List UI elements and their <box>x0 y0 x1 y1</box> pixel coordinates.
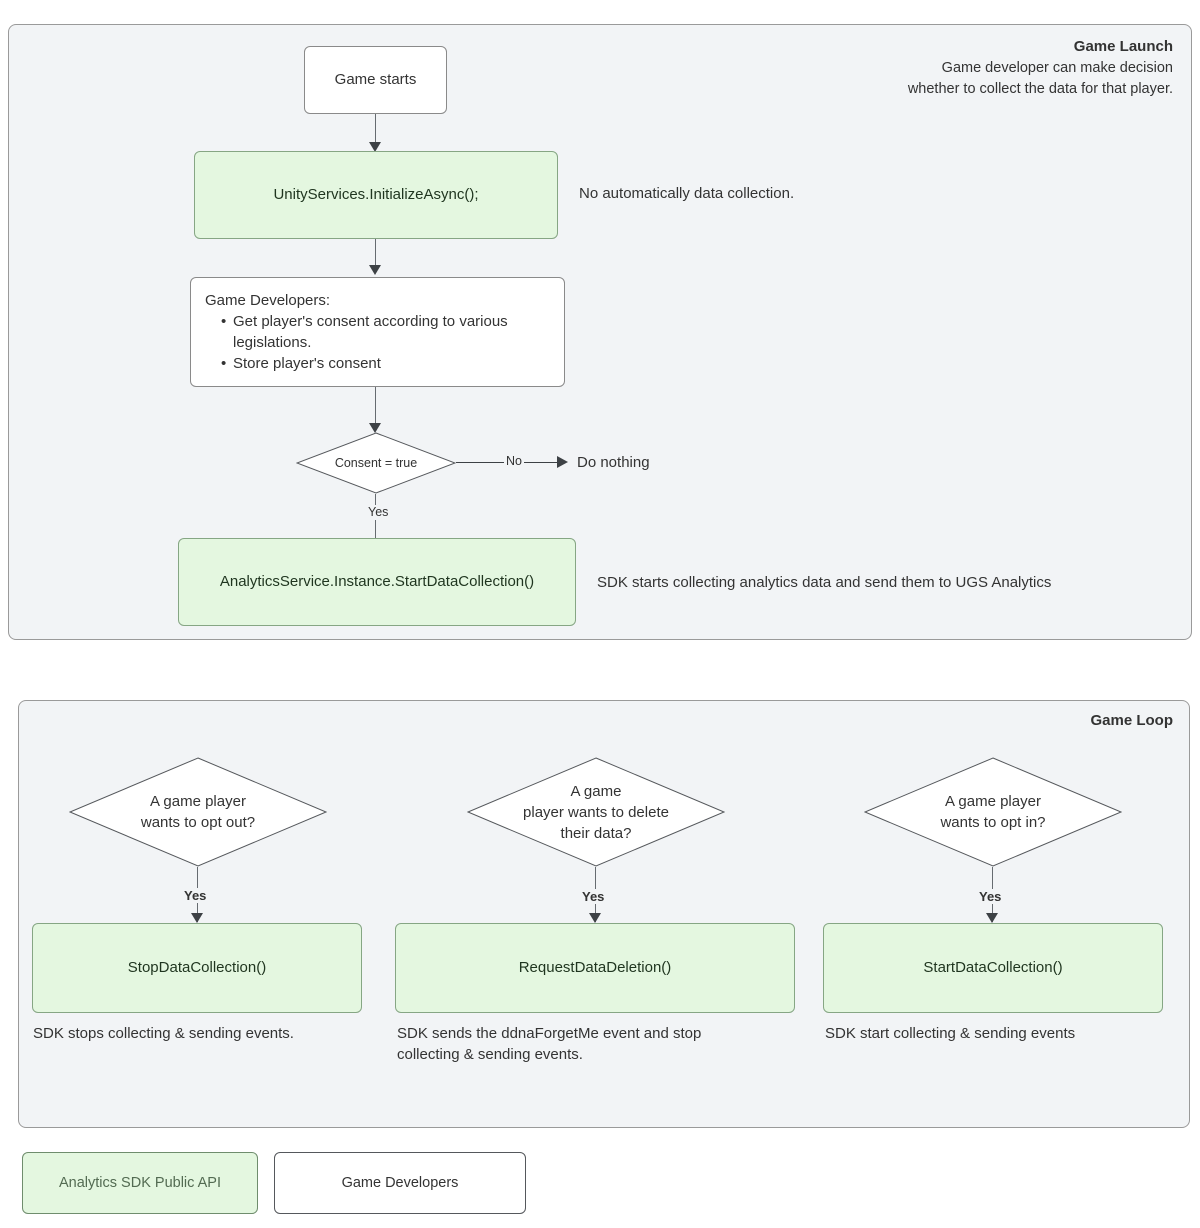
legend-game-developers: Game Developers <box>274 1152 526 1214</box>
diamond-shape <box>467 757 725 867</box>
legend-game-developers-label: Game Developers <box>341 1175 459 1191</box>
game-developers-bullet-list: Get player's consent according to variou… <box>205 311 550 374</box>
node-stopdatacollection[interactable]: StopDataCollection() <box>32 923 362 1013</box>
note-sdk-starts-collecting: SDK starts collecting analytics data and… <box>597 574 1052 591</box>
node-stopdatacollection-label: StopDataCollection() <box>127 959 267 976</box>
legend-analytics-sdk-public-api: Analytics SDK Public API <box>22 1152 258 1214</box>
arrowhead-delete-to-request <box>589 913 601 923</box>
note-no-automatic-data-collection: No automatically data collection. <box>579 185 795 202</box>
arrowhead-optout-to-stop <box>191 913 203 923</box>
edge-label-yes-opt-out: Yes <box>182 888 209 903</box>
decision-opt-out[interactable]: A game player wants to opt out? <box>69 757 327 867</box>
decision-consent-true-label: Consent = true <box>334 455 418 470</box>
arrowhead-initialize-to-developers <box>369 265 381 275</box>
list-item: Store player's consent <box>221 353 550 374</box>
note-start-collecting: SDK start collecting & sending events <box>825 1025 1076 1042</box>
node-game-starts-label: Game starts <box>334 71 417 88</box>
diamond-shape <box>69 757 327 867</box>
connector-initialize-to-developers <box>375 239 376 267</box>
decision-delete-data-label: A game player wants to delete their data… <box>523 782 669 842</box>
note-ddnaforgetme: SDK sends the ddnaForgetMe event and sto… <box>397 1025 702 1063</box>
node-unityservices-initializeasync[interactable]: UnityServices.InitializeAsync(); <box>194 151 558 239</box>
node-analyticsservice-startdatacollection[interactable]: AnalyticsService.Instance.StartDataColle… <box>178 538 576 626</box>
node-startdatacollection-loop[interactable]: StartDataCollection() <box>823 923 1163 1013</box>
node-game-starts[interactable]: Game starts <box>304 46 447 114</box>
panel-game-launch: Game Launch Game developer can make deci… <box>8 24 1192 640</box>
node-startdatacollection-loop-label: StartDataCollection() <box>923 959 1063 976</box>
node-game-developers-tasks[interactable]: Game Developers: Get player's consent ac… <box>190 277 565 387</box>
decision-opt-out-label: A game player wants to opt out? <box>140 793 256 831</box>
arrowhead-optin-to-start <box>986 913 998 923</box>
edge-label-no: No <box>504 454 524 469</box>
arrowhead-start-to-initialize <box>369 142 381 152</box>
decision-opt-in-label: A game player wants to opt in? <box>940 793 1046 831</box>
list-item: Get player's consent according to variou… <box>221 311 550 353</box>
diamond-shape <box>296 432 456 494</box>
panel-game-launch-subtitle: Game developer can make decision whether… <box>907 60 1173 97</box>
legend-analytics-sdk-public-api-label: Analytics SDK Public API <box>59 1175 221 1191</box>
node-requestdatadeletion-label: RequestDataDeletion() <box>518 959 672 976</box>
panel-game-loop-title: Game Loop <box>1090 712 1173 729</box>
panel-game-launch-title: Game Launch <box>1073 38 1173 55</box>
node-unityservices-initializeasync-label: UnityServices.InitializeAsync(); <box>273 186 479 203</box>
panel-game-loop: Game Loop A game player wants to opt out… <box>18 700 1190 1128</box>
connector-developers-to-decision <box>375 387 376 427</box>
decision-delete-data[interactable]: A game player wants to delete their data… <box>467 757 725 867</box>
node-analyticsservice-startdatacollection-label: AnalyticsService.Instance.StartDataColle… <box>219 573 535 590</box>
node-requestdatadeletion[interactable]: RequestDataDeletion() <box>395 923 795 1013</box>
edge-label-yes-opt-in: Yes <box>977 889 1004 904</box>
edge-label-yes-delete-data: Yes <box>580 889 607 904</box>
diamond-shape <box>864 757 1122 867</box>
arrowhead-developers-to-decision <box>369 423 381 433</box>
note-stop-collecting: SDK stops collecting & sending events. <box>33 1025 294 1042</box>
arrowhead-decision-no <box>557 456 568 468</box>
decision-consent-true[interactable]: Consent = true <box>296 432 456 494</box>
node-game-developers-heading: Game Developers: <box>205 292 331 309</box>
connector-start-to-initialize <box>375 114 376 145</box>
edge-label-yes: Yes <box>366 505 391 520</box>
node-do-nothing: Do nothing <box>577 454 650 471</box>
decision-opt-in[interactable]: A game player wants to opt in? <box>864 757 1122 867</box>
